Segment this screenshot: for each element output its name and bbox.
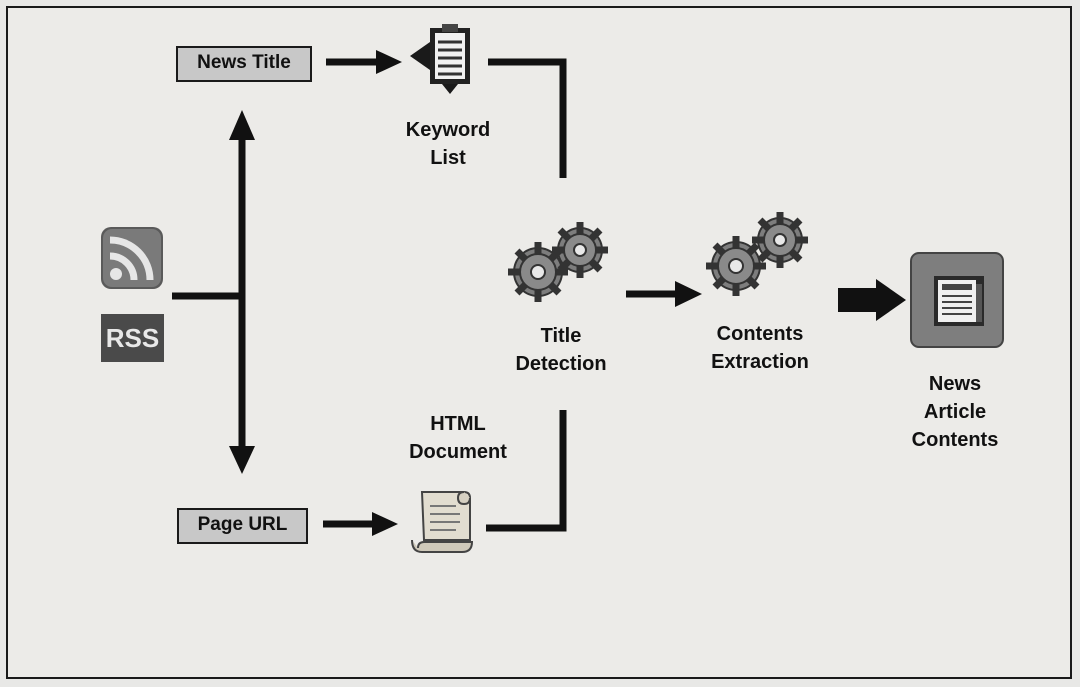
news-title-arrow-head	[376, 50, 402, 74]
news-article-label-line3: Contents	[911, 429, 999, 451]
news-article-icon	[910, 252, 1004, 348]
keyword-list-label-line2: List	[430, 147, 466, 169]
scroll-document-icon	[411, 491, 474, 553]
page-url-arrow-head	[372, 512, 398, 536]
keyword-to-detection-line	[488, 58, 567, 178]
title-detection-label-line1: Title	[540, 325, 582, 347]
html-to-detection-line	[486, 410, 567, 532]
news-article-label-line2: Article	[923, 401, 987, 423]
detection-to-extraction-head	[675, 281, 702, 307]
page-url-box: Page URL	[177, 508, 308, 544]
extraction-to-article-shaft	[838, 288, 880, 312]
title-detection-label-line2: Detection	[515, 353, 607, 375]
rss-feed-icon	[101, 227, 163, 289]
trunk-arrow-up	[229, 110, 255, 140]
html-document-label-line1: HTML	[430, 413, 486, 435]
contents-extraction-label-line1: Contents	[716, 323, 804, 345]
keyword-list-label: Keyword List	[388, 116, 508, 172]
keyword-list-label-line1: Keyword	[405, 119, 491, 141]
contents-extraction-label: Contents Extraction	[690, 320, 830, 376]
diagram-frame	[6, 6, 1072, 679]
html-document-label-line2: Document	[409, 441, 507, 463]
rss-badge: RSS	[101, 314, 164, 362]
news-article-contents-label: News Article Contents	[890, 370, 1020, 454]
news-article-label-line1: News	[928, 373, 982, 395]
contents-extraction-gears-icon	[706, 212, 808, 296]
title-detection-label: Title Detection	[496, 322, 626, 378]
html-document-label: HTML Document	[388, 410, 528, 466]
trunk-arrow-down	[229, 446, 255, 474]
keyword-list-icon	[410, 24, 470, 94]
contents-extraction-label-line2: Extraction	[711, 351, 809, 373]
news-title-box: News Title	[176, 46, 312, 82]
title-detection-gears-icon	[508, 222, 608, 302]
extraction-to-article-head	[876, 279, 906, 321]
